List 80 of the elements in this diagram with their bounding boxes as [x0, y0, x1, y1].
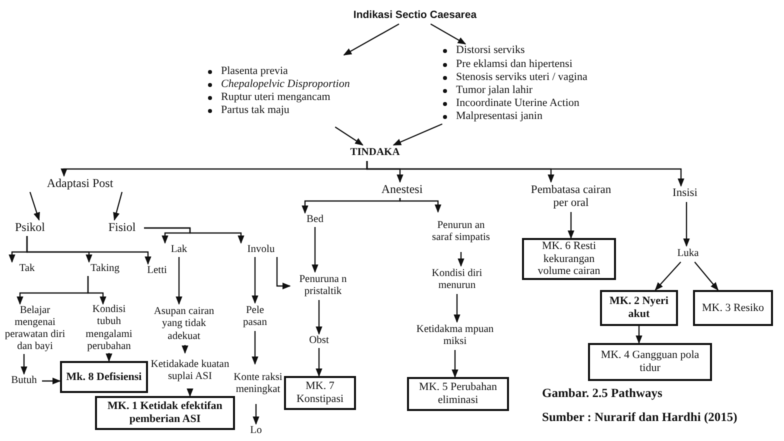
heading: Indikasi Sectio Caesarea	[330, 6, 500, 24]
diagnosis-box: Mk. 8 Defisiensi	[60, 361, 148, 393]
node-label: Adaptasi Post	[30, 176, 130, 192]
node-label: Kondisi tubuh mengalami perubahan	[80, 304, 138, 353]
arrow	[176, 257, 182, 305]
diagnosis-box: MK. 3 Resiko	[693, 290, 773, 326]
arrow	[144, 227, 244, 244]
arrow	[430, 23, 466, 45]
arrow	[399, 198, 442, 213]
node-label: Tak	[12, 262, 42, 276]
arrow	[87, 276, 106, 305]
arrow	[316, 348, 322, 377]
source-note: Sumber : Nurarif dan Hardhi (2015)	[542, 410, 738, 425]
figure-caption: Gambar. 2.5 Pathways	[542, 386, 662, 401]
arrow	[113, 192, 123, 221]
arrow	[312, 227, 318, 273]
node-label: Lak	[160, 243, 198, 257]
node-label: Involu	[233, 243, 289, 257]
node-label: Penurun an saraf simpatis	[430, 212, 492, 252]
arrow	[452, 350, 458, 378]
list-item: Incoordinate Uterine Action	[456, 97, 580, 110]
arrow	[683, 202, 690, 247]
list-item: Ruptur uteri mengancam	[221, 91, 330, 103]
node-label: Ketidakade kuatan suplai ASI	[150, 353, 230, 389]
arrow	[458, 252, 464, 267]
heading: TINDAKA	[335, 145, 415, 161]
diagnosis-box: MK. 6 Resti kekurangan volume cairan	[522, 238, 616, 280]
list-item: Tumor jalan lahir	[456, 84, 533, 96]
list-item: Distorsi serviks	[456, 44, 525, 56]
arrow	[106, 353, 112, 362]
arrow	[252, 331, 258, 365]
node-label: Kondisi diri menurun	[420, 266, 494, 294]
arrow	[334, 126, 364, 146]
node-label: Anestesi	[362, 182, 442, 198]
node-label: Taking	[80, 262, 130, 276]
list-item: Partus tak maju	[221, 104, 290, 116]
arrow	[343, 23, 400, 56]
list-item: Plasenta previa	[221, 64, 288, 77]
diagnosis-box: MK. 7 Konstipasi	[284, 376, 356, 410]
arrow	[42, 378, 61, 384]
diagnosis-box: MK. 4 Gangguan pola tidur	[588, 343, 712, 381]
node-label: Insisi	[665, 186, 705, 202]
node-label: Butuh	[6, 374, 42, 388]
diagnosis-box: MK. 1 Ketidak efektifan pemberian ASI	[95, 396, 235, 430]
arrow	[186, 388, 194, 397]
node-label: Psikol	[8, 220, 52, 236]
arrow	[366, 161, 684, 187]
arrow	[316, 300, 322, 335]
arrow	[20, 354, 28, 375]
diagnosis-box: MK. 2 Nyeri akut	[600, 290, 678, 326]
node-label: Luka	[668, 246, 708, 262]
arrow	[568, 212, 574, 239]
node-label: Belajar mengenai perawatan diri dan bayi	[0, 304, 70, 354]
arrow	[252, 404, 260, 425]
node-label: Pembatasa cairan per oral	[528, 182, 614, 212]
arrow	[276, 257, 291, 290]
node-label: Lo	[245, 424, 267, 438]
node-label: Ketidakma mpuan miksi	[414, 322, 496, 350]
arrow	[694, 262, 719, 291]
arrow	[654, 262, 682, 291]
diagnosis-box: MK. 5 Perubahan eliminasi	[407, 377, 509, 411]
arrow	[182, 345, 188, 354]
node-label: Bed	[300, 213, 330, 227]
node-label: Pele pasan	[236, 303, 274, 331]
node-label: Penuruna n pristaltik	[290, 272, 356, 300]
arrow	[392, 123, 442, 146]
list-item: Stenosis serviks uteri / vagina	[456, 70, 588, 83]
arrow	[29, 192, 40, 221]
list-item: Pre eklamsi dan hipertensi	[456, 58, 572, 70]
list-item: Chepalopelvic Disproportion	[221, 78, 350, 90]
list-item: Malpresentasi janin	[456, 110, 542, 122]
arrow	[636, 326, 642, 344]
node-label: Obst	[302, 334, 336, 348]
node-label: Letti	[142, 264, 172, 278]
arrow	[26, 236, 152, 265]
node-label: Fisiol	[100, 220, 144, 236]
arrow	[454, 294, 460, 323]
arrow	[252, 257, 258, 304]
arrow	[302, 198, 401, 214]
node-label: Asupan cairan yang tidak adekuat	[148, 304, 220, 345]
